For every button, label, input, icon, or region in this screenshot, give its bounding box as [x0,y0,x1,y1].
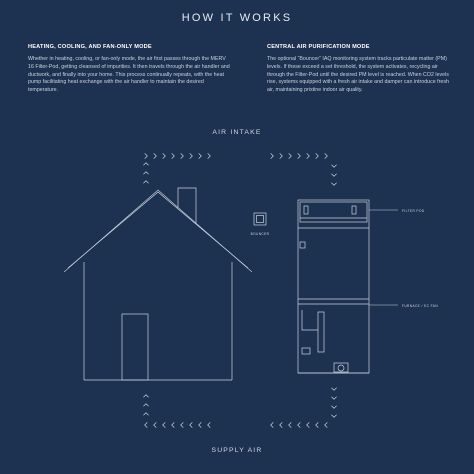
air-intake-label: AIR INTAKE [212,129,261,136]
airflow-chevron [143,162,149,166]
airflow-chevron [331,164,337,168]
airflow-chevron [189,153,193,159]
airflow-chevron [180,153,184,159]
airflow-chevron [171,153,175,159]
airflow-chevron [270,422,274,428]
bouncer-label: BOUNCER [251,232,270,236]
airflow-chevron [143,180,149,184]
airflow-chevron [306,422,310,428]
house-icon [63,187,253,381]
airflow-chevron [144,153,148,159]
airflow-chevron [297,153,301,159]
airflow-chevron [279,422,283,428]
airflow-chevron [143,171,149,175]
airflow-chevron [331,396,337,400]
airflow-chevron [331,414,337,418]
airflow-chevron [162,153,166,159]
airflow-chevron [198,422,202,428]
airflow-chevron [288,153,292,159]
heating-cooling-body: Whether in heating, cooling, or fan-only… [28,56,230,94]
heating-cooling-heading: Heating, Cooling, and Fan-Only Mode [28,44,152,50]
page-title: HOW IT WORKS [181,12,293,24]
airflow-chevron [315,422,319,428]
airflow-chevron [143,412,149,416]
airflow-chevron [162,422,166,428]
airflow-chevron [306,153,310,159]
air-purification-section: Central Air Purification Mode The option… [267,44,457,95]
airflow-chevron [171,422,175,428]
furnace-ec-fan-label: FURNACE / EC FAN [402,304,438,308]
airflow-chevron [270,153,274,159]
airflow-chevron [153,153,157,159]
heating-cooling-section: Heating, Cooling, and Fan-Only Mode Whet… [28,44,233,95]
airflow-chevron [315,153,319,159]
airflow-chevron [331,173,337,177]
airflow-chevron [153,422,157,428]
filter-pod-label: FILTER POD [402,209,425,213]
airflow-chevron [143,403,149,407]
air-handler-icon [297,199,398,374]
airflow-chevron [331,405,337,409]
supply-air-label: SUPPLY AIR [211,447,262,454]
airflow-chevron [324,153,328,159]
airflow-chevron [207,153,211,159]
air-purification-heading: Central Air Purification Mode [267,44,370,50]
airflow-chevron [331,387,337,391]
airflow-chevron [198,153,202,159]
airflow-chevron [207,422,211,428]
airflow-chevron [288,422,292,428]
airflow-chevron [143,394,149,398]
airflow-chevron [324,422,328,428]
airflow-chevron [279,153,283,159]
bouncer-monitor-icon [253,212,267,226]
airflow-chevron [297,422,301,428]
airflow-chevron [180,422,184,428]
airflow-chevron [144,422,148,428]
airflow-arrows [143,153,337,428]
airflow-chevron [189,422,193,428]
air-purification-body: The optional “Bouncer” IAQ monitoring sy… [267,56,449,94]
airflow-chevron [331,182,337,186]
